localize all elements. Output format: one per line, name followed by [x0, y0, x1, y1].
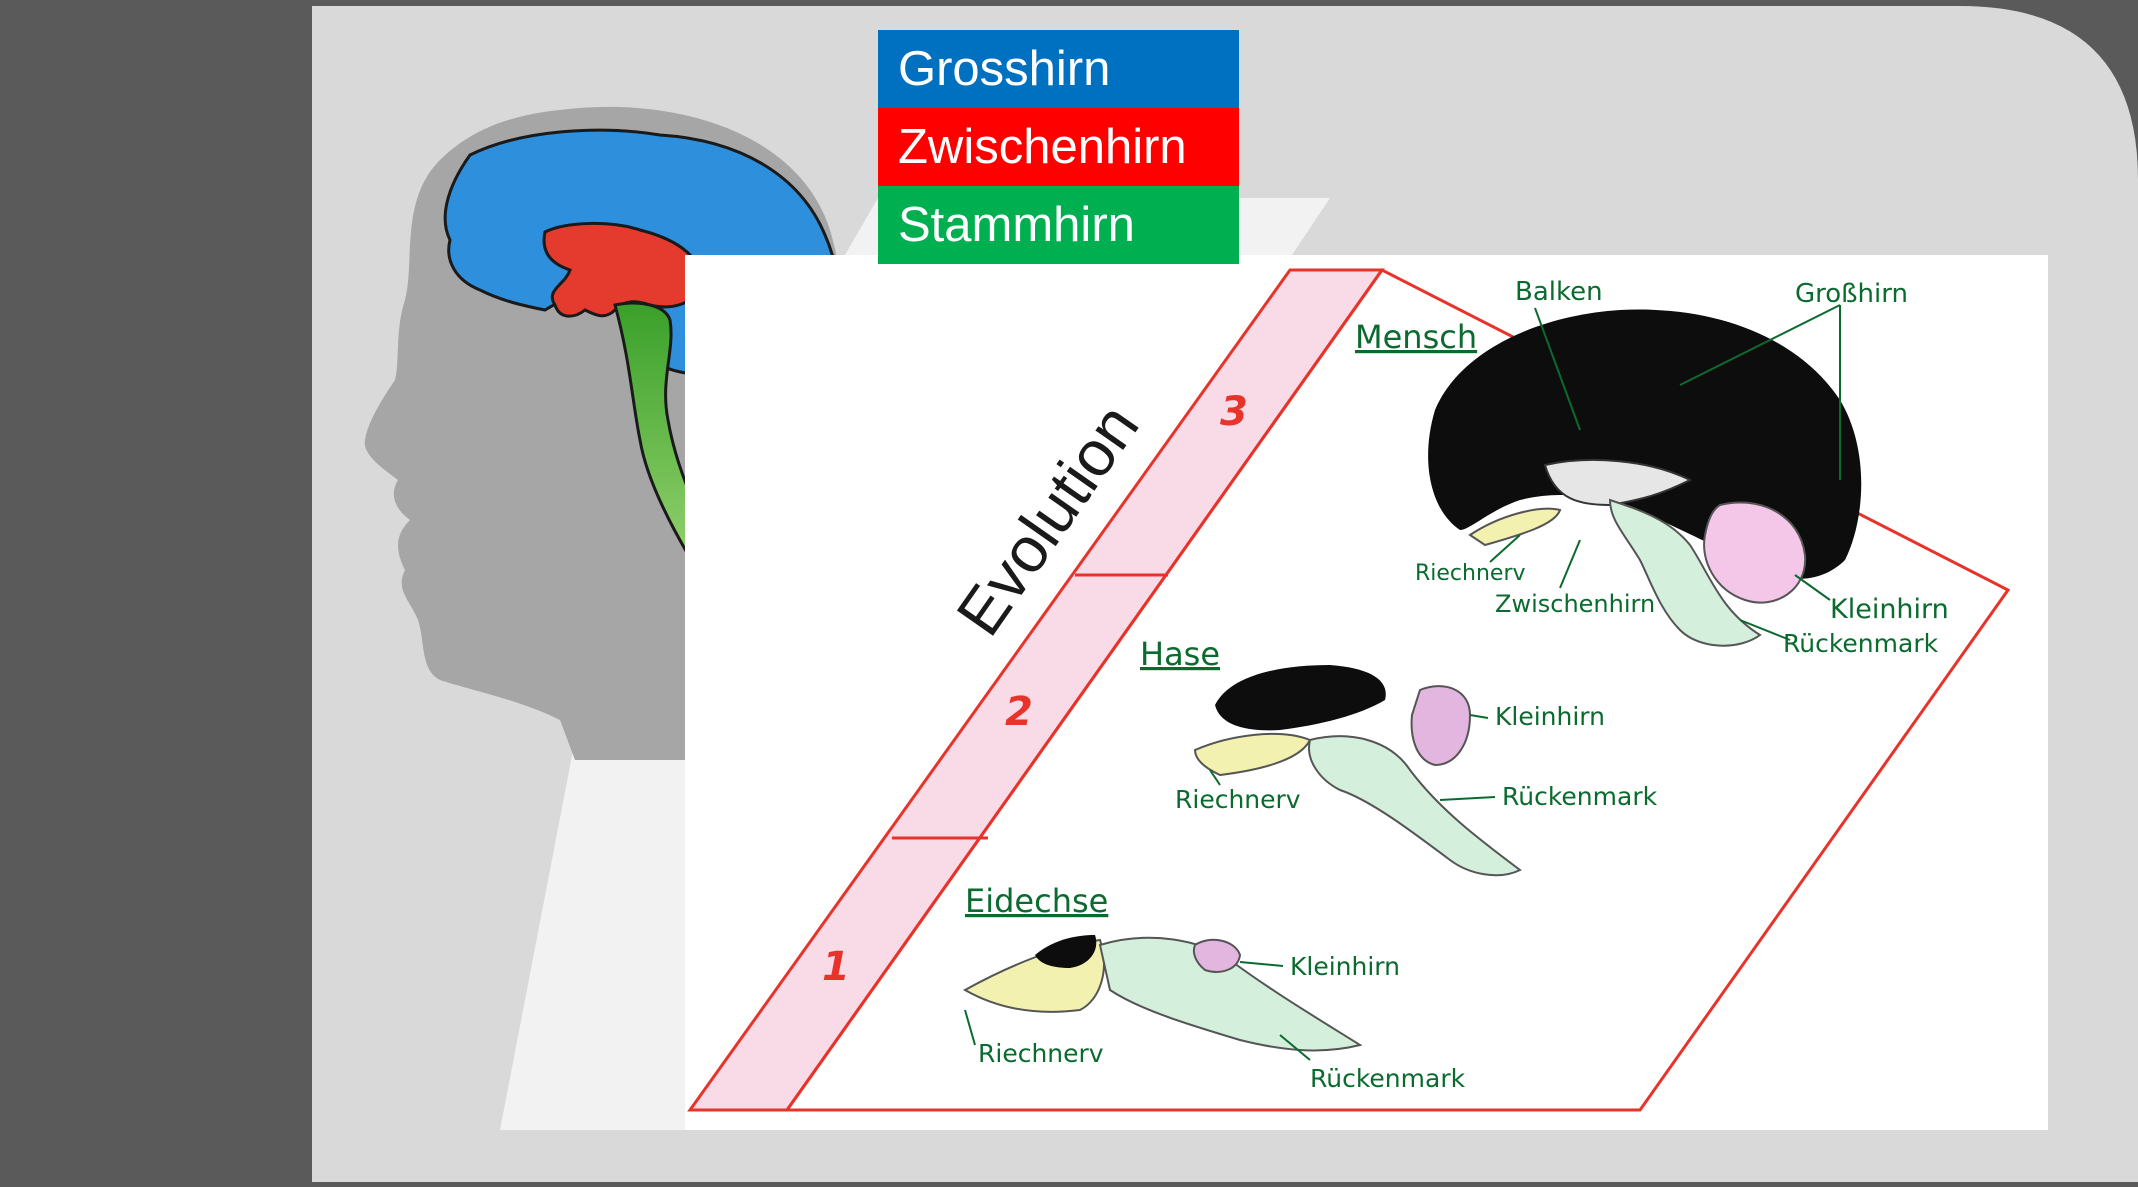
label-eidechse-kleinhirn: Kleinhirn [1290, 952, 1400, 981]
heading-mensch: Mensch [1355, 318, 1477, 356]
label-eidechse-riechnerv: Riechnerv [978, 1039, 1104, 1068]
label-hase-kleinhirn: Kleinhirn [1495, 702, 1605, 731]
legend-stammhirn: Stammhirn [878, 186, 1239, 264]
label-mensch-riechnerv: Riechnerv [1415, 561, 1526, 586]
label-hase-rueckenmark: Rückenmark [1502, 782, 1658, 811]
legend-zwischenhirn: Zwischenhirn [878, 108, 1239, 186]
label-mensch-rueckenmark: Rückenmark [1783, 629, 1939, 658]
stage-number-1: 1 [822, 944, 850, 990]
label-hase-riechnerv: Riechnerv [1175, 785, 1301, 814]
legend-grosshirn: Grosshirn [878, 30, 1239, 108]
stage-number-2: 2 [1005, 689, 1033, 735]
heading-hase: Hase [1140, 635, 1220, 673]
eidechse-cerebellum [1194, 940, 1240, 972]
label-mensch-kleinhirn: Kleinhirn [1830, 594, 1949, 625]
label-mensch-balken: Balken [1515, 277, 1603, 307]
label-mensch-zwischenhirn: Zwischenhirn [1495, 590, 1655, 618]
label-mensch-grosshirn: Großhirn [1795, 279, 1908, 309]
stage-number-3: 3 [1220, 389, 1248, 435]
label-eidechse-rueckenmark: Rückenmark [1310, 1064, 1466, 1093]
heading-eidechse: Eidechse [965, 882, 1108, 920]
